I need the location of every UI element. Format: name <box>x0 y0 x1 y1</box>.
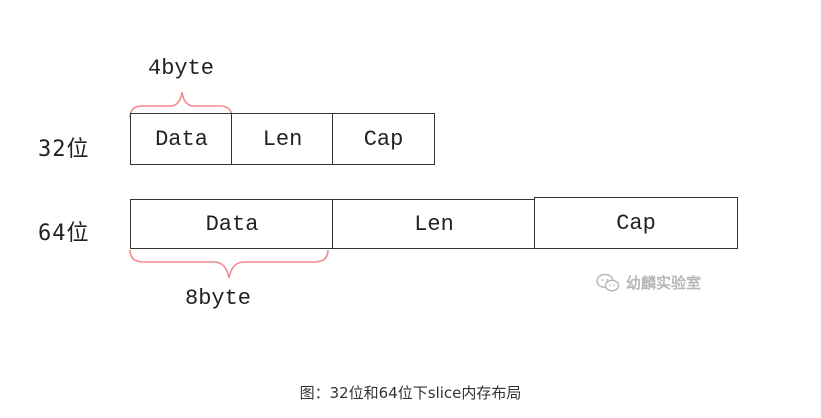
watermark-text: 幼麟实验室 <box>626 274 702 292</box>
row-label-32bit: 32位 <box>38 137 90 162</box>
brace-8byte <box>129 249 329 279</box>
field-len-64: Len <box>332 199 536 249</box>
watermark: 幼麟实验室 <box>596 272 701 293</box>
figure-caption: 图：32位和64位下slice内存布局 <box>299 384 522 402</box>
field-cap-64: Cap <box>534 197 738 249</box>
wechat-icon <box>596 273 620 291</box>
row-label-64bit: 64位 <box>38 221 90 246</box>
brace-4byte <box>129 91 233 119</box>
field-data-32: Data <box>130 113 233 165</box>
field-cap-32: Cap <box>332 113 435 165</box>
field-data-64: Data <box>130 199 334 249</box>
size-label-8byte: 8byte <box>185 286 252 311</box>
size-label-4byte: 4byte <box>148 56 215 81</box>
field-len-32: Len <box>231 113 334 165</box>
